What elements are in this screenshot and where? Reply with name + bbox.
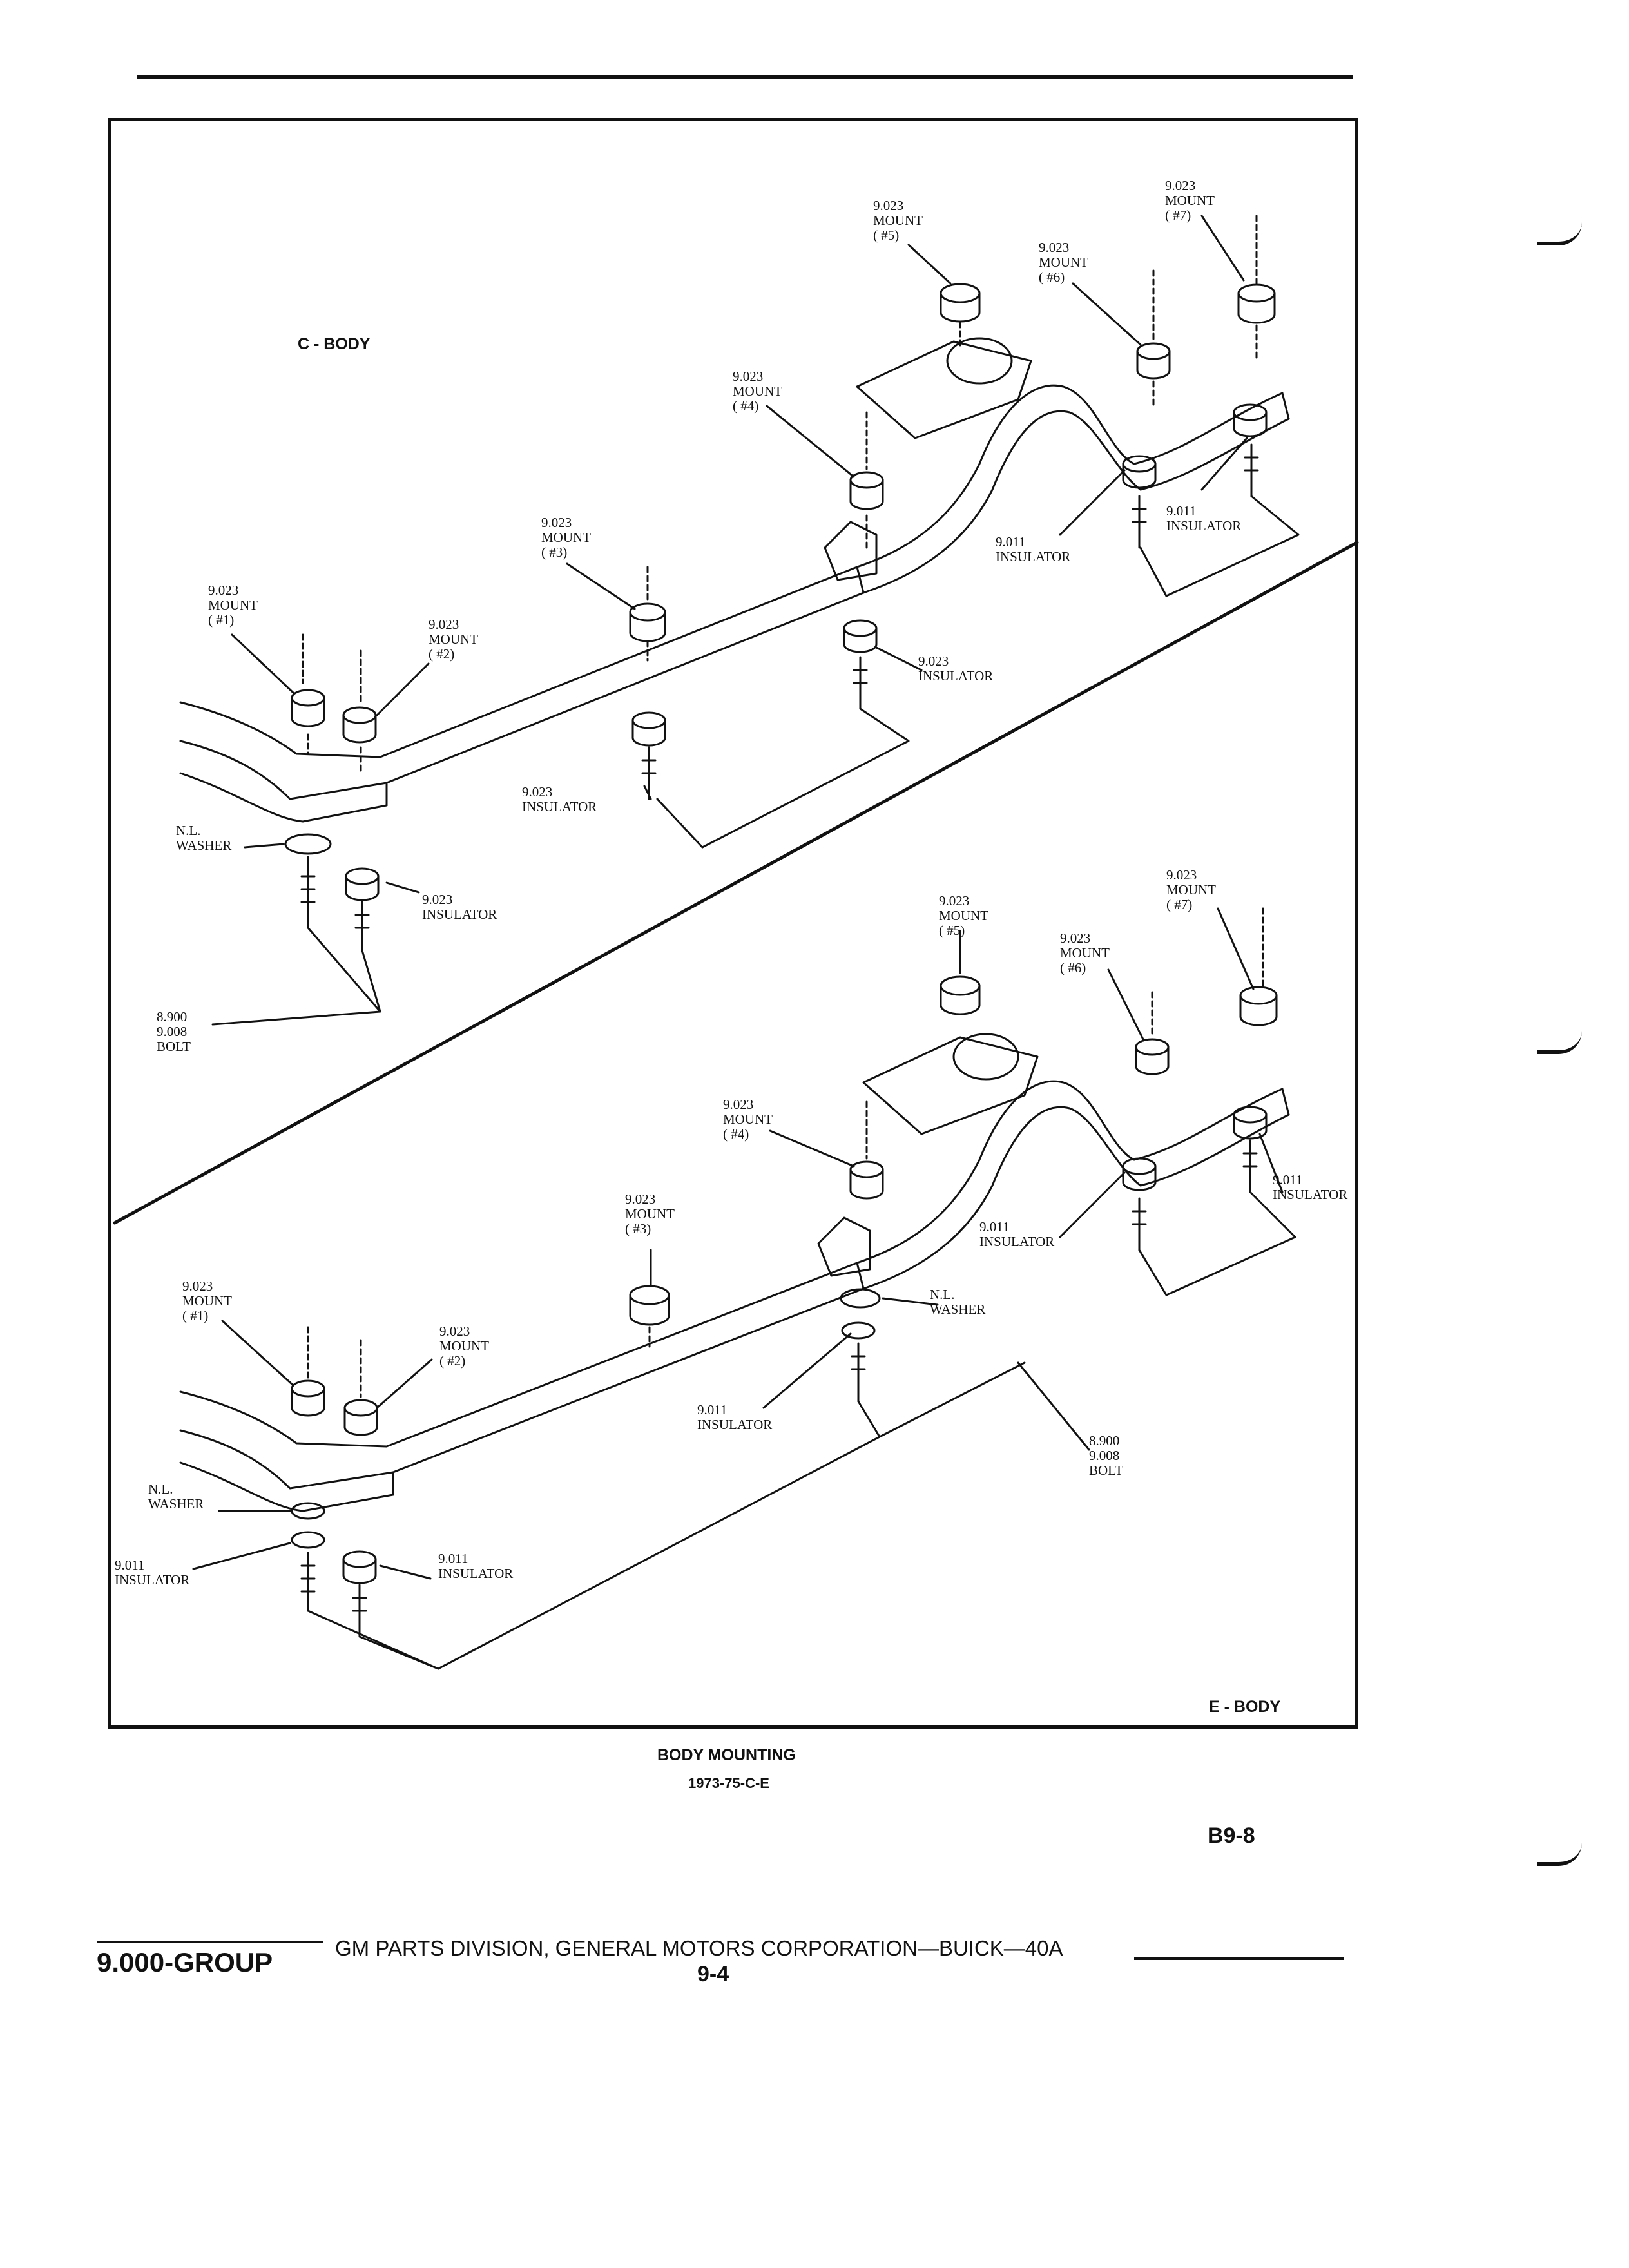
e-body-leaders bbox=[192, 907, 1296, 1670]
c-washer-label: N.L. WASHER bbox=[176, 823, 232, 853]
c-mount1-label: 9.023 MOUNT ( #1) bbox=[208, 582, 258, 628]
e-body-mounts bbox=[291, 907, 1278, 1638]
e-insulator-center-label: 9.011 INSULATOR bbox=[697, 1402, 773, 1432]
c-mount4-label: 9.023 MOUNT ( #4) bbox=[733, 369, 782, 414]
footer-page: 9-4 bbox=[697, 1962, 729, 1986]
edge-mark bbox=[1537, 1031, 1582, 1054]
e-insulator-rear-label: 9.011 INSULATOR bbox=[1273, 1172, 1348, 1202]
c-insulator-front-label: 9.023 INSULATOR bbox=[422, 892, 497, 922]
e-bolt-label: 8.900 9.008 BOLT bbox=[1089, 1433, 1123, 1478]
c-insulator-mid-label: 9.011 INSULATOR bbox=[996, 534, 1071, 564]
c-mount2-label: 9.023 MOUNT ( #2) bbox=[429, 617, 478, 662]
e-body-label: E - BODY bbox=[1209, 1698, 1281, 1716]
e-mount6-label: 9.023 MOUNT ( #6) bbox=[1060, 930, 1110, 975]
c-body-label: C - BODY bbox=[298, 335, 371, 353]
diagram-frame bbox=[108, 118, 1358, 1729]
c-mount7-label: 9.023 MOUNT ( #7) bbox=[1165, 178, 1215, 223]
c-body-mounts bbox=[284, 215, 1276, 952]
c-body-leaders bbox=[211, 215, 1300, 1026]
e-insulator-front-label: 9.011 INSULATOR bbox=[438, 1551, 514, 1581]
c-mount5-label: 9.023 MOUNT ( #5) bbox=[873, 198, 923, 243]
c-body-frame bbox=[179, 337, 1290, 823]
e-insulator-mid-label: 9.011 INSULATOR bbox=[979, 1219, 1055, 1249]
edge-mark bbox=[1537, 1843, 1582, 1866]
plate-number: B9-8 bbox=[1208, 1823, 1255, 1848]
e-washer-mid-label: N.L. WASHER bbox=[930, 1287, 986, 1317]
c-insulator-front-mid-label: 9.023 INSULATOR bbox=[522, 784, 597, 814]
e-mount1-label: 9.023 MOUNT ( #1) bbox=[182, 1278, 232, 1323]
divider-line bbox=[113, 541, 1359, 1225]
c-insulator-rear-label: 9.011 INSULATOR bbox=[1166, 503, 1242, 533]
c-mount6-label: 9.023 MOUNT ( #6) bbox=[1039, 240, 1088, 285]
top-rule bbox=[137, 75, 1353, 79]
e-insulator-front-left-label: 9.011 INSULATOR bbox=[115, 1557, 190, 1588]
c-bolt-label: 8.900 9.008 BOLT bbox=[157, 1009, 191, 1054]
e-mount2-label: 9.023 MOUNT ( #2) bbox=[439, 1323, 489, 1369]
footer-rule-right bbox=[1134, 1957, 1344, 1960]
c-insulator-center-label: 9.023 INSULATOR bbox=[918, 653, 994, 684]
e-washer-front-label: N.L. WASHER bbox=[148, 1481, 204, 1512]
e-mount7-label: 9.023 MOUNT ( #7) bbox=[1166, 867, 1216, 912]
edge-mark bbox=[1537, 222, 1582, 245]
caption-title: BODY MOUNTING bbox=[657, 1746, 796, 1764]
footer-rule-left bbox=[97, 1941, 323, 1943]
e-mount3-label: 9.023 MOUNT ( #3) bbox=[625, 1191, 675, 1236]
footer-group: 9.000-GROUP bbox=[97, 1947, 273, 1977]
footer-publisher: GM PARTS DIVISION, GENERAL MOTORS CORPOR… bbox=[335, 1936, 1063, 1960]
e-mount4-label: 9.023 MOUNT ( #4) bbox=[723, 1097, 773, 1142]
caption-subtitle: 1973-75-C-E bbox=[688, 1775, 769, 1791]
e-mount5-label: 9.023 MOUNT ( #5) bbox=[939, 893, 988, 938]
e-body-frame bbox=[179, 1033, 1290, 1512]
c-mount3-label: 9.023 MOUNT ( #3) bbox=[541, 515, 591, 560]
